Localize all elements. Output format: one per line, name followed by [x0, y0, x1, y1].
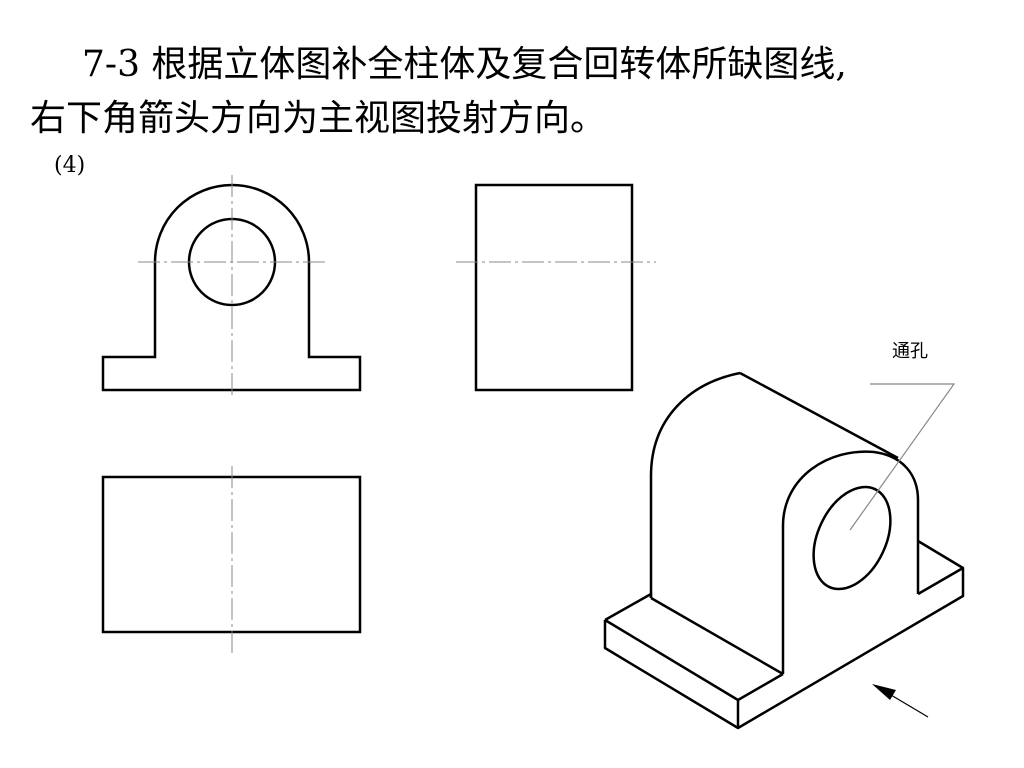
iso-base-top-front-edge: [604, 592, 653, 622]
iso-upright-right-face: [781, 450, 920, 674]
side-view: [474, 183, 634, 392]
iso-upright-bottom-edge: [650, 596, 784, 676]
iso-upright-front-arch: [649, 371, 741, 598]
callout-leader-line: [849, 383, 956, 531]
callout-leader: [849, 383, 956, 531]
projection-arrow-shaft: [885, 691, 929, 718]
part-label: (4): [54, 153, 86, 178]
front-view-outline: [101, 183, 362, 392]
side-view-outline: [474, 183, 634, 392]
iso-base-outline: [603, 539, 965, 730]
iso-through-hole: [812, 485, 892, 591]
title-line-2: 右下角箭头方向为主视图投射方向。: [30, 98, 607, 139]
projection-arrow: [872, 684, 929, 718]
front-view-centerlines: [138, 175, 326, 398]
iso-base-right-top-edge: [917, 566, 964, 596]
isometric-view: [603, 371, 965, 730]
title-line-1: 7-3 根据立体图补全柱体及复合回转体所缺图线,: [82, 44, 847, 85]
iso-upright-top-edge: [739, 371, 899, 460]
callout-label: 通孔: [892, 341, 928, 362]
projection-arrow-head: [872, 684, 896, 700]
